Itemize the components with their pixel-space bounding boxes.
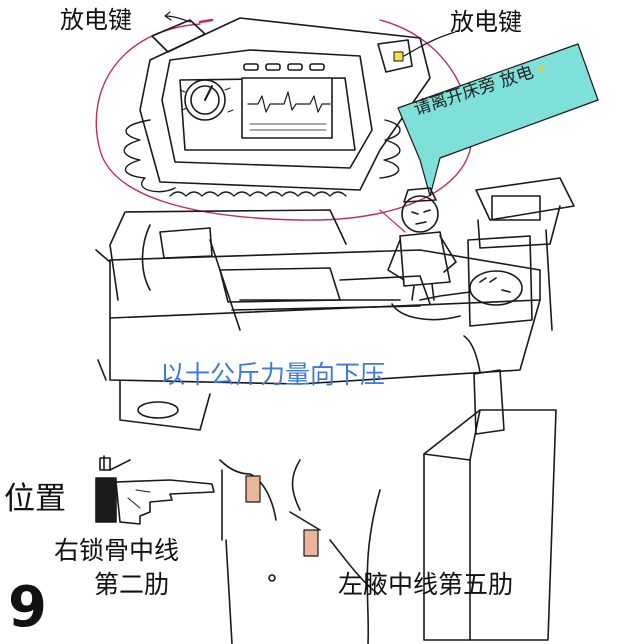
left-axillary-label: 左腋中线第五肋 bbox=[338, 570, 514, 599]
pointing-hand-icon bbox=[95, 477, 215, 525]
position-label: 位置 bbox=[4, 481, 66, 517]
right-clavicle-line-label: 右锁骨中线 bbox=[54, 536, 180, 565]
arrow-right-key bbox=[403, 31, 456, 57]
energy-dial bbox=[184, 79, 226, 121]
defibrillator-magnified bbox=[123, 17, 431, 197]
monitor-screen bbox=[241, 77, 333, 139]
ecg-trace bbox=[247, 91, 331, 113]
right-discharge-button bbox=[393, 51, 404, 62]
second-rib-label: 第二肋 bbox=[94, 570, 170, 599]
arrow-left-key bbox=[164, 11, 191, 23]
patient bbox=[391, 270, 523, 321]
equipment-cart bbox=[423, 335, 557, 641]
speech-bubble bbox=[397, 43, 599, 197]
discharge-key-label-right: 放电键 bbox=[450, 8, 522, 36]
step-number: 9 bbox=[8, 575, 47, 640]
side-monitor bbox=[467, 177, 575, 331]
hospital-bed bbox=[95, 209, 541, 471]
torso bbox=[219, 459, 381, 644]
discharge-key-label-left: 放电键 bbox=[60, 6, 132, 34]
doctor bbox=[387, 187, 457, 301]
pad-left-axillary bbox=[303, 529, 319, 557]
pad-right-clavicle bbox=[245, 475, 261, 503]
magnify-pointer bbox=[379, 209, 406, 233]
press-force-label: 以十公斤力量向下压 bbox=[160, 360, 386, 389]
